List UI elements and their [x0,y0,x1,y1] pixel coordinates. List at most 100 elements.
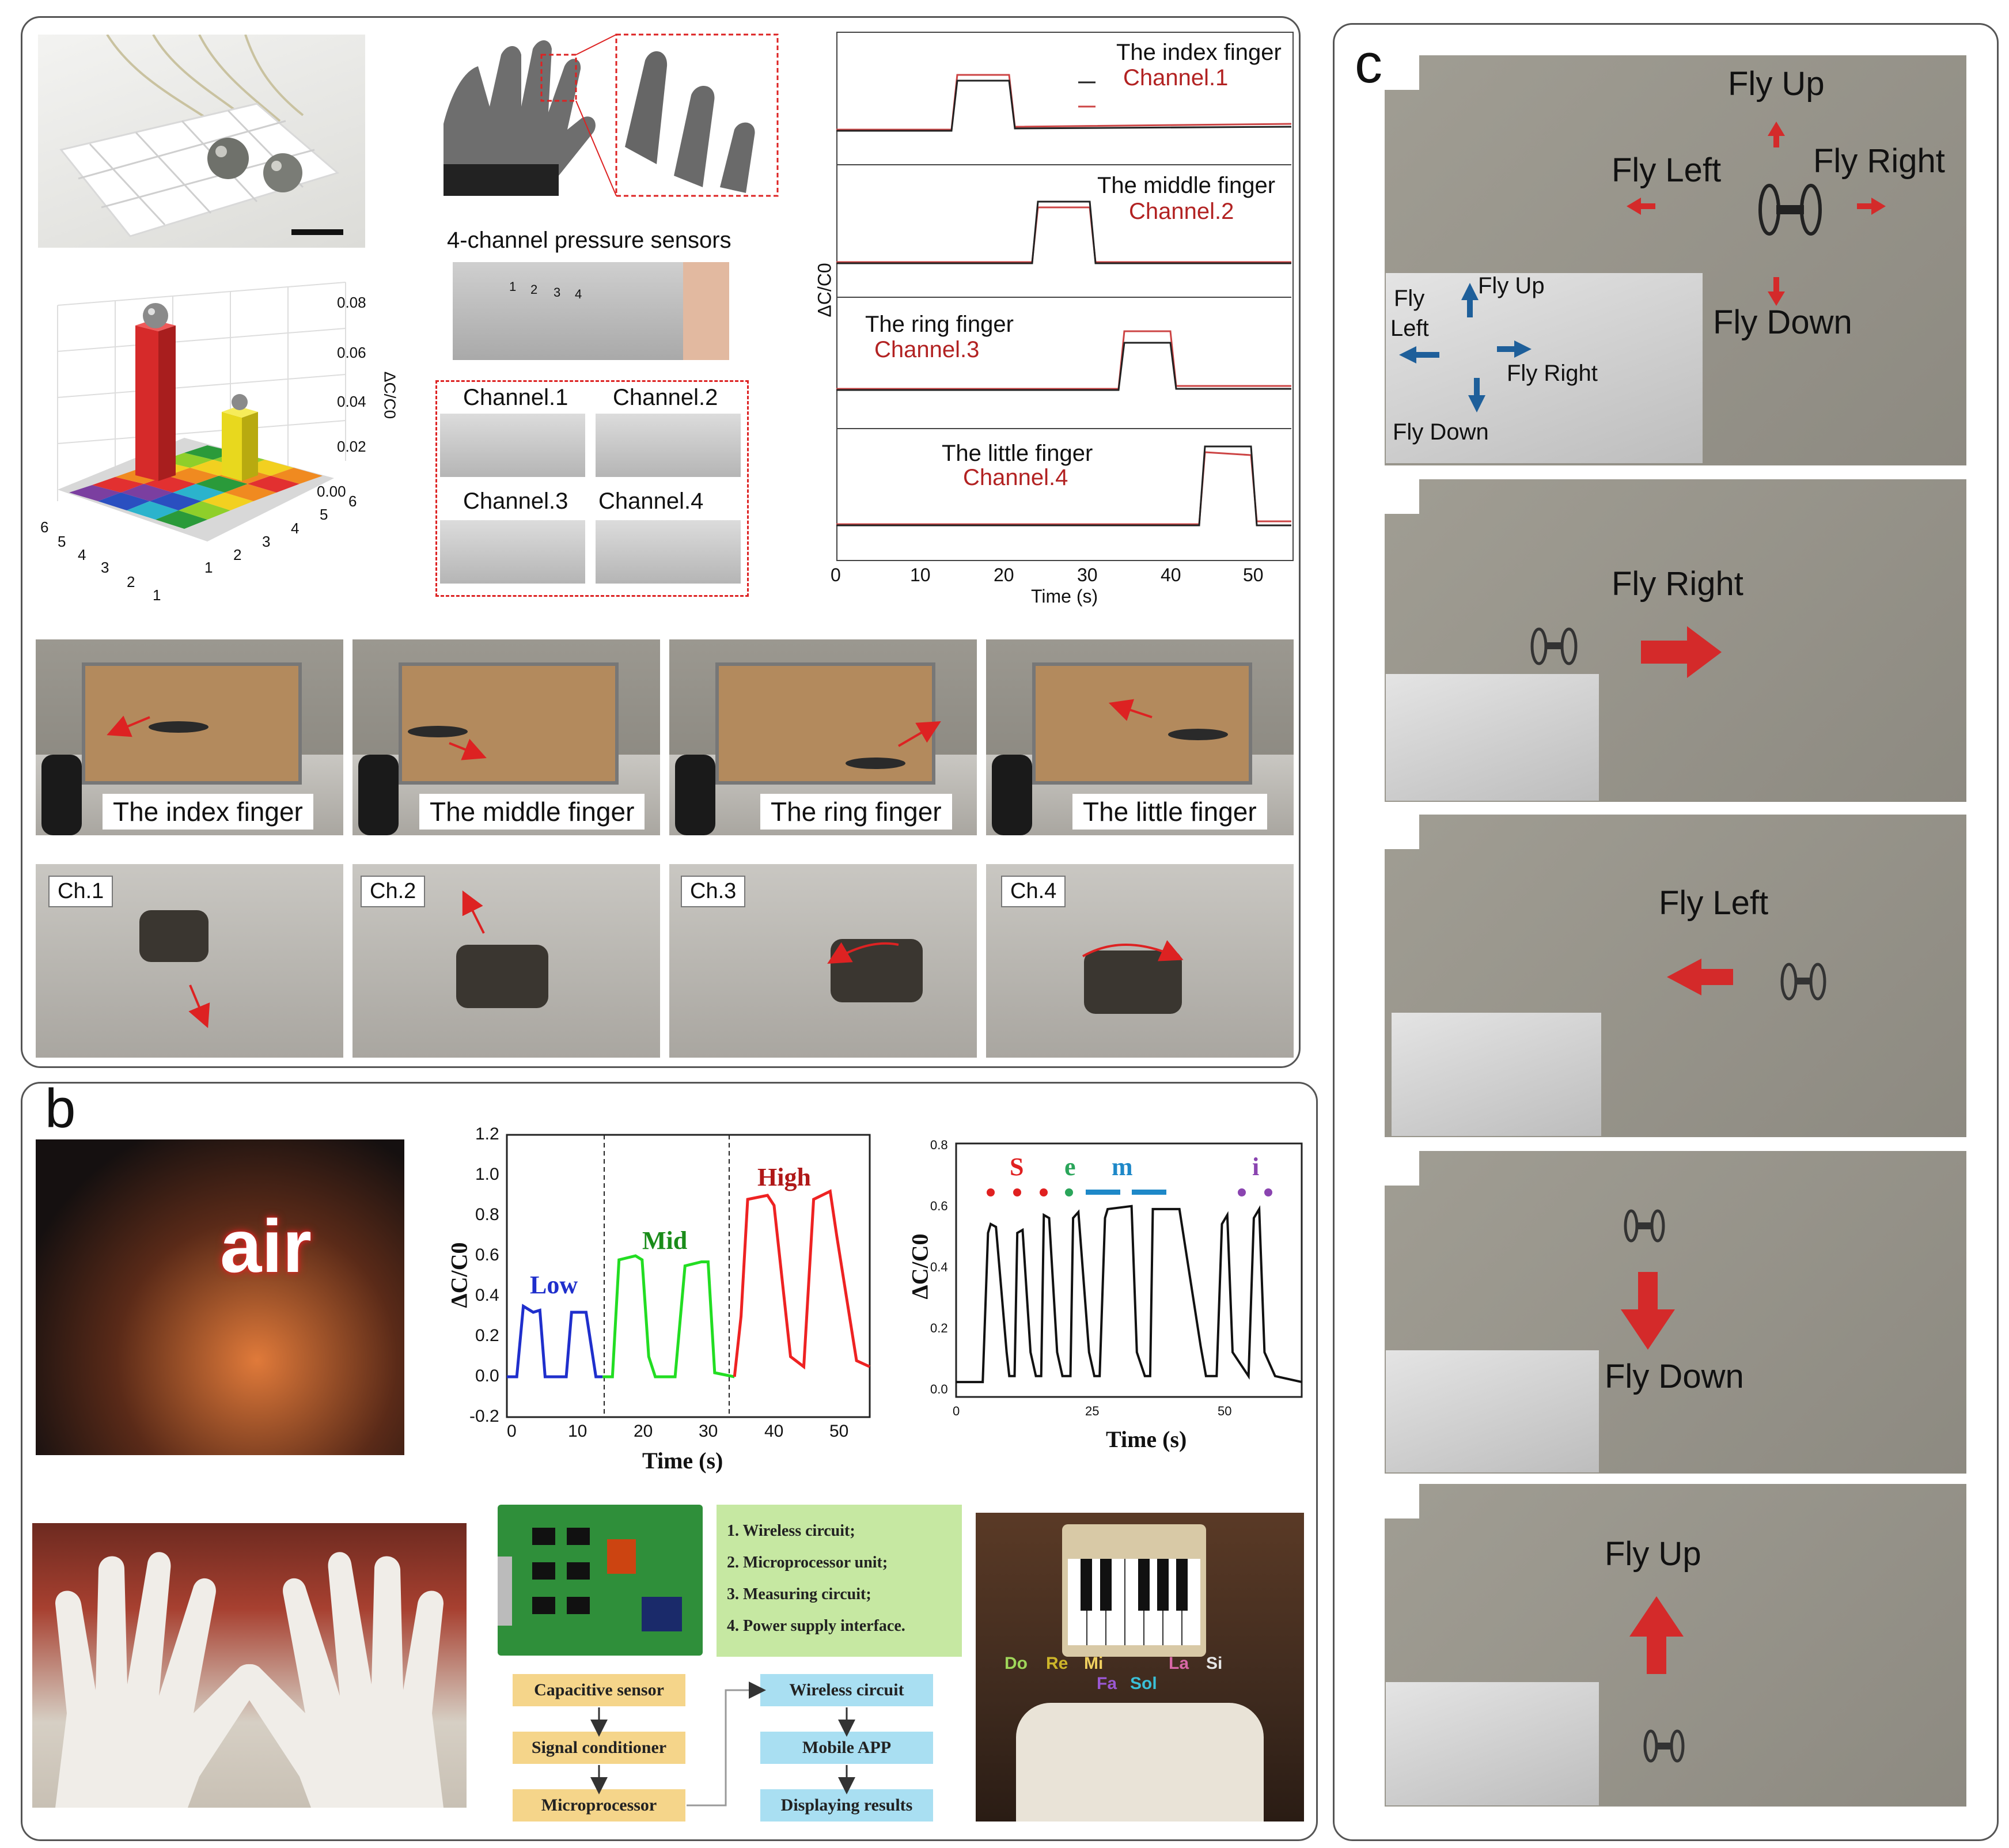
dot-i2 [1264,1188,1272,1196]
f1-left-arrow-red [1627,198,1655,215]
circuit-item-2: 2. Microprocessor unit; [727,1554,888,1571]
c2-ylabel: ΔC/C0 [907,1233,933,1300]
semi-chart-svg [955,1142,1303,1398]
robot-1-body [139,910,209,962]
robot-label-2: Ch.2 [361,876,426,907]
bar3d-svg [57,282,346,541]
trace-ylabel: ΔC/C0 [814,263,835,317]
trace-xtick-1: 10 [910,565,931,585]
traces-svg [836,74,1291,527]
channel-photo-3 [440,520,585,584]
trace-xtick-4: 40 [1161,565,1181,585]
white-gloves-photo [32,1523,467,1808]
f1-up-arrow-red [1768,122,1785,147]
zt4: 0.00 [317,483,346,500]
semi-letter-i: i [1252,1153,1260,1181]
channel-photos-box: Channel.1 Channel.2 Channel.3 Channel.4 [435,380,749,597]
f1-right-arrow-red [1857,198,1886,215]
circuit-list-box: 1. Wireless circuit; 2. Microprocessor u… [717,1505,962,1657]
dot-s3 [1040,1188,1048,1196]
circuit-item-1: 1. Wireless circuit; [727,1522,855,1540]
f3-left-arrow [1667,959,1733,995]
note-la: La [1169,1654,1189,1673]
dash-m2 [1132,1190,1166,1195]
f3-drone [1780,963,1826,1001]
semi-dots [987,1188,1272,1196]
f1-inset-down: Fly Down [1393,419,1489,445]
glove-illustration [444,33,779,197]
c2-xt1: 25 [1085,1404,1100,1418]
frame-4-arrows [1621,1209,1675,1350]
c1-level-low: Low [530,1271,578,1299]
panel-c-label: c [1355,33,1382,94]
yt4: 5 [320,506,328,523]
zt2: 0.04 [337,393,366,410]
trace-xtick-2: 20 [994,565,1014,585]
trace-channel-3: Channel.3 [874,337,980,362]
f1-inset-up: Fly Up [1478,273,1545,298]
trace-divider-2 [836,297,1291,298]
xt3: 3 [101,559,109,576]
dash-m1 [1086,1190,1120,1195]
channel-label-3: Channel.3 [463,488,568,514]
drone-photo-1-partition [82,662,302,785]
channel-photo-2 [596,414,741,477]
flow-wireless-circuit: Wireless circuit [760,1674,933,1706]
robot-2-body [456,945,548,1008]
f5-drone [1643,1729,1685,1763]
dot-s1 [987,1188,995,1196]
air-text: air [220,1204,312,1288]
f1-inset-right: Fly Right [1507,361,1598,386]
robot-label-1: Ch.1 [48,876,113,907]
drone-photo-4 [986,639,1294,835]
bar3d-chart: ΔC/C0 0.08 0.06 0.04 0.02 0.00 6 5 4 3 2… [35,271,403,605]
c1-xt3: 30 [699,1422,718,1441]
drone-caption-2: The middle finger [419,794,645,830]
c1-level-mid: Mid [642,1226,688,1255]
trace-channel-4: Channel.4 [963,465,1068,490]
c2-xlabel: Time (s) [1106,1426,1187,1452]
trace-xtick-5: 50 [1243,565,1264,585]
trace-divider-3 [836,428,1291,429]
sleeve-title: 4-channel pressure sensors [447,228,731,253]
xt2: 4 [78,546,86,563]
tall-red-bar [135,303,176,481]
frame-5-arrows [1629,1596,1685,1763]
channel-label-2: Channel.2 [613,385,718,410]
f1-inset-right-arrow [1497,340,1532,358]
airflow-series-mid [602,1254,735,1379]
c2-yt0: 0.8 [930,1138,948,1152]
c1-yt2: 0.8 [475,1205,499,1224]
semi-letter-m: m [1112,1153,1133,1181]
traces-frame [836,32,1294,561]
drone-caption-1: The index finger [103,794,313,830]
f4-drone [1624,1209,1665,1243]
sleeve-mark-4: 4 [575,287,582,301]
f2-drone [1530,627,1578,665]
zt3: 0.02 [337,438,366,455]
trace-divider-1 [836,164,1291,165]
trace-channel-2: Channel.2 [1129,199,1234,224]
sleeve-mark-2: 2 [530,282,538,297]
c2-yt2: 0.4 [930,1260,948,1274]
channel-photo-4 [596,520,741,584]
xt5: 1 [153,586,161,604]
frame-2-arrows [1530,626,1722,678]
c1-xt0: 0 [507,1422,517,1441]
note-do: Do [1004,1654,1028,1673]
c2-yt3: 0.2 [930,1321,948,1335]
note-si: Si [1206,1654,1223,1673]
c1-yt3: 0.6 [475,1245,499,1264]
trace-channel-1: Channel.1 [1123,65,1229,90]
airflow-series-high [733,1189,871,1377]
robot-label-3: Ch.3 [681,876,746,907]
f1-inset-up-arrow [1461,283,1479,317]
f1-inset-left-2: Left [1390,316,1429,341]
f4-down-arrow [1621,1272,1675,1350]
xt4: 2 [127,573,135,590]
textile-illustration [59,35,343,237]
dot-e [1065,1188,1073,1196]
f5-inset-glove [1386,1682,1599,1805]
f2-inset-glove [1386,674,1599,801]
c2-yt1: 0.6 [930,1199,948,1213]
